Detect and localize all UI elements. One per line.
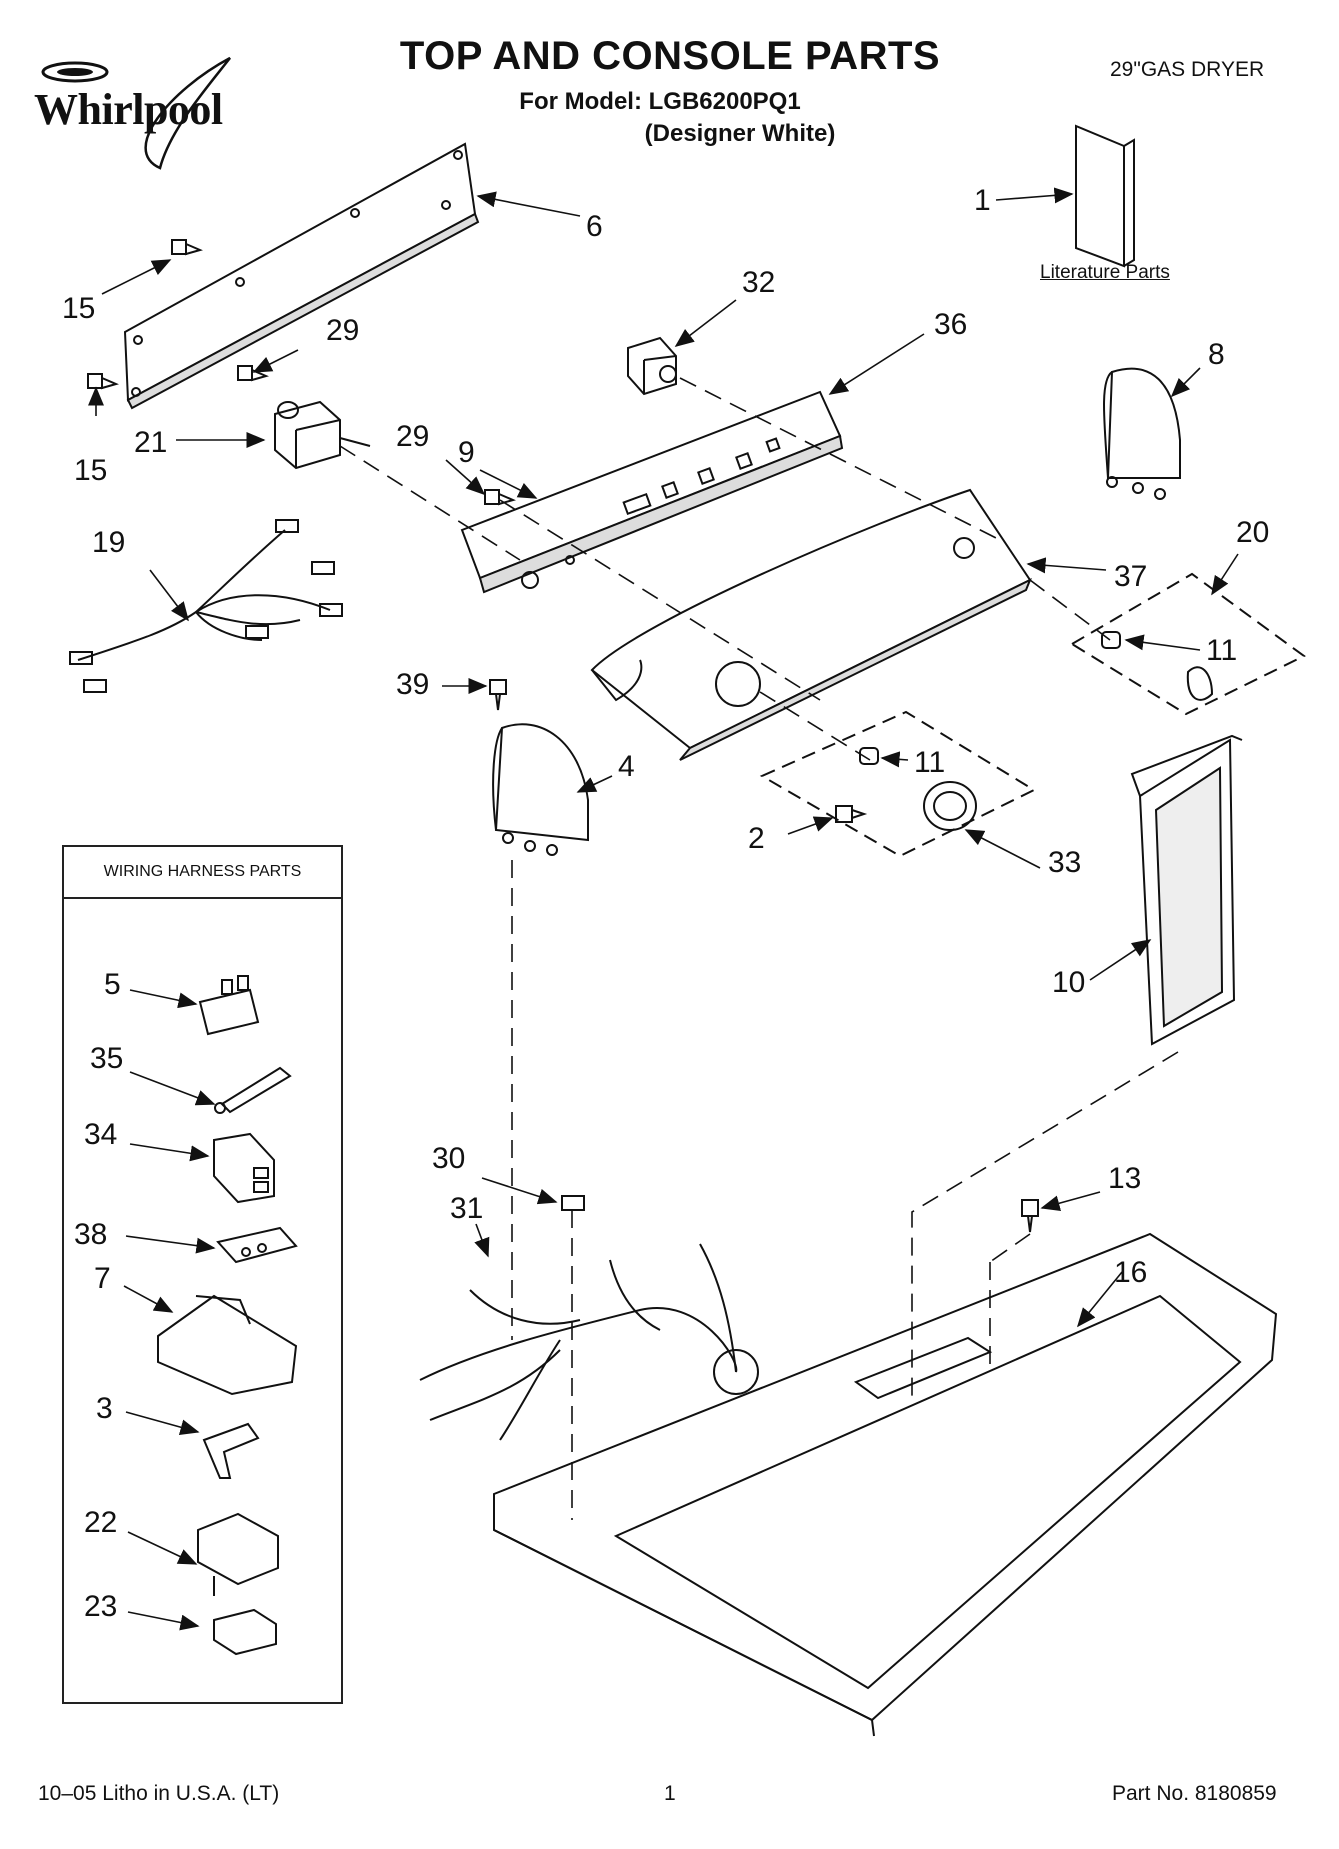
callout-23: 23	[84, 1590, 117, 1623]
part-6-console-back-panel	[123, 142, 480, 410]
harness-part-38-connector	[216, 1226, 298, 1264]
callout-33: 33	[1048, 846, 1081, 879]
callout-11-middle: 11	[914, 746, 945, 779]
harness-part-5-connector	[198, 975, 260, 1036]
part-33-knob	[923, 781, 977, 831]
harness-part-35-terminal	[214, 1066, 292, 1114]
part-19-wire-harness	[69, 519, 343, 693]
callout-29-middle: 29	[396, 420, 429, 453]
part-13-screw	[1021, 1199, 1039, 1233]
part-4-end-cap	[492, 723, 589, 856]
part-8-end-cap	[1103, 367, 1181, 500]
callout-29-top: 29	[326, 314, 359, 347]
part-2-screw	[835, 805, 868, 823]
part-30-clip	[561, 1195, 585, 1211]
literature-parts-label: Literature Parts	[1040, 262, 1170, 283]
callout-32: 32	[742, 266, 775, 299]
part-21-switch	[274, 400, 371, 470]
color-line: (Designer White)	[644, 120, 836, 147]
callout-39: 39	[396, 668, 429, 701]
callout-20: 20	[1236, 516, 1269, 549]
product-type: 29"GAS DRYER	[1110, 58, 1265, 81]
callout-19: 19	[92, 526, 125, 559]
assembly-lines	[339, 377, 1179, 1520]
part-20-knob	[1186, 666, 1214, 701]
callout-37: 37	[1114, 560, 1147, 593]
callout-15-bottom: 15	[74, 454, 107, 487]
callout-9: 9	[458, 436, 475, 469]
callout-4: 4	[618, 750, 635, 783]
callout-8: 8	[1208, 338, 1225, 371]
callout-35: 35	[90, 1042, 123, 1075]
page-title: TOP AND CONSOLE PARTS	[399, 34, 941, 78]
harness-part-3-clip	[202, 1422, 260, 1479]
callout-16: 16	[1114, 1256, 1147, 1289]
model-line: For Model: LGB6200PQ1	[519, 88, 801, 115]
callout-1: 1	[974, 184, 991, 217]
callout-2: 2	[748, 822, 765, 855]
callout-22: 22	[84, 1506, 117, 1539]
part-37-console	[590, 488, 1032, 761]
part-1-literature	[1075, 124, 1135, 268]
callout-21: 21	[134, 426, 167, 459]
part-29-screw	[237, 365, 516, 506]
footer-page-number: 1	[664, 1782, 676, 1805]
footer-part-number: Part No. 8180859	[1112, 1782, 1277, 1805]
part-16-top-panel	[493, 1232, 1278, 1737]
part-20-knob-group	[1070, 572, 1306, 716]
callout-30: 30	[432, 1142, 465, 1175]
part-31-wire-harness	[419, 1243, 738, 1441]
callout-10: 10	[1052, 966, 1085, 999]
callout-13: 13	[1108, 1162, 1141, 1195]
brand-name: Whirlpool	[34, 85, 223, 134]
callout-5: 5	[104, 968, 121, 1001]
part-33-knob-group	[759, 710, 1037, 858]
part-36-control-panel	[460, 390, 844, 594]
footer-litho: 10–05 Litho in U.S.A. (LT)	[38, 1782, 280, 1805]
callout-arrows	[88, 187, 1239, 1631]
logo-swirl-icon	[41, 56, 231, 170]
harness-part-23-connector	[213, 1608, 277, 1656]
callout-38: 38	[74, 1218, 107, 1251]
callout-34: 34	[84, 1118, 117, 1151]
part-11-spring	[859, 631, 1121, 765]
callout-31: 31	[450, 1192, 483, 1225]
callout-11-right: 11	[1206, 634, 1237, 667]
callout-36: 36	[934, 308, 967, 341]
wiring-harness-parts-box: WIRING HARNESS PARTS	[62, 845, 343, 1704]
callout-6: 6	[586, 210, 603, 243]
part-32-actuator	[627, 336, 677, 396]
part-10-lint-screen	[1130, 734, 1243, 1046]
callout-3: 3	[96, 1392, 113, 1425]
callout-15-top: 15	[62, 292, 95, 325]
harness-part-34-connector	[213, 1132, 275, 1204]
harness-part-22-housing	[197, 1512, 279, 1596]
wiring-harness-parts-heading: WIRING HARNESS PARTS	[64, 847, 341, 899]
part-39-screw	[489, 679, 507, 711]
callout-7: 7	[94, 1262, 111, 1295]
harness-part-7-block	[157, 1294, 298, 1396]
whirlpool-logo: Whirlpool	[30, 50, 280, 170]
